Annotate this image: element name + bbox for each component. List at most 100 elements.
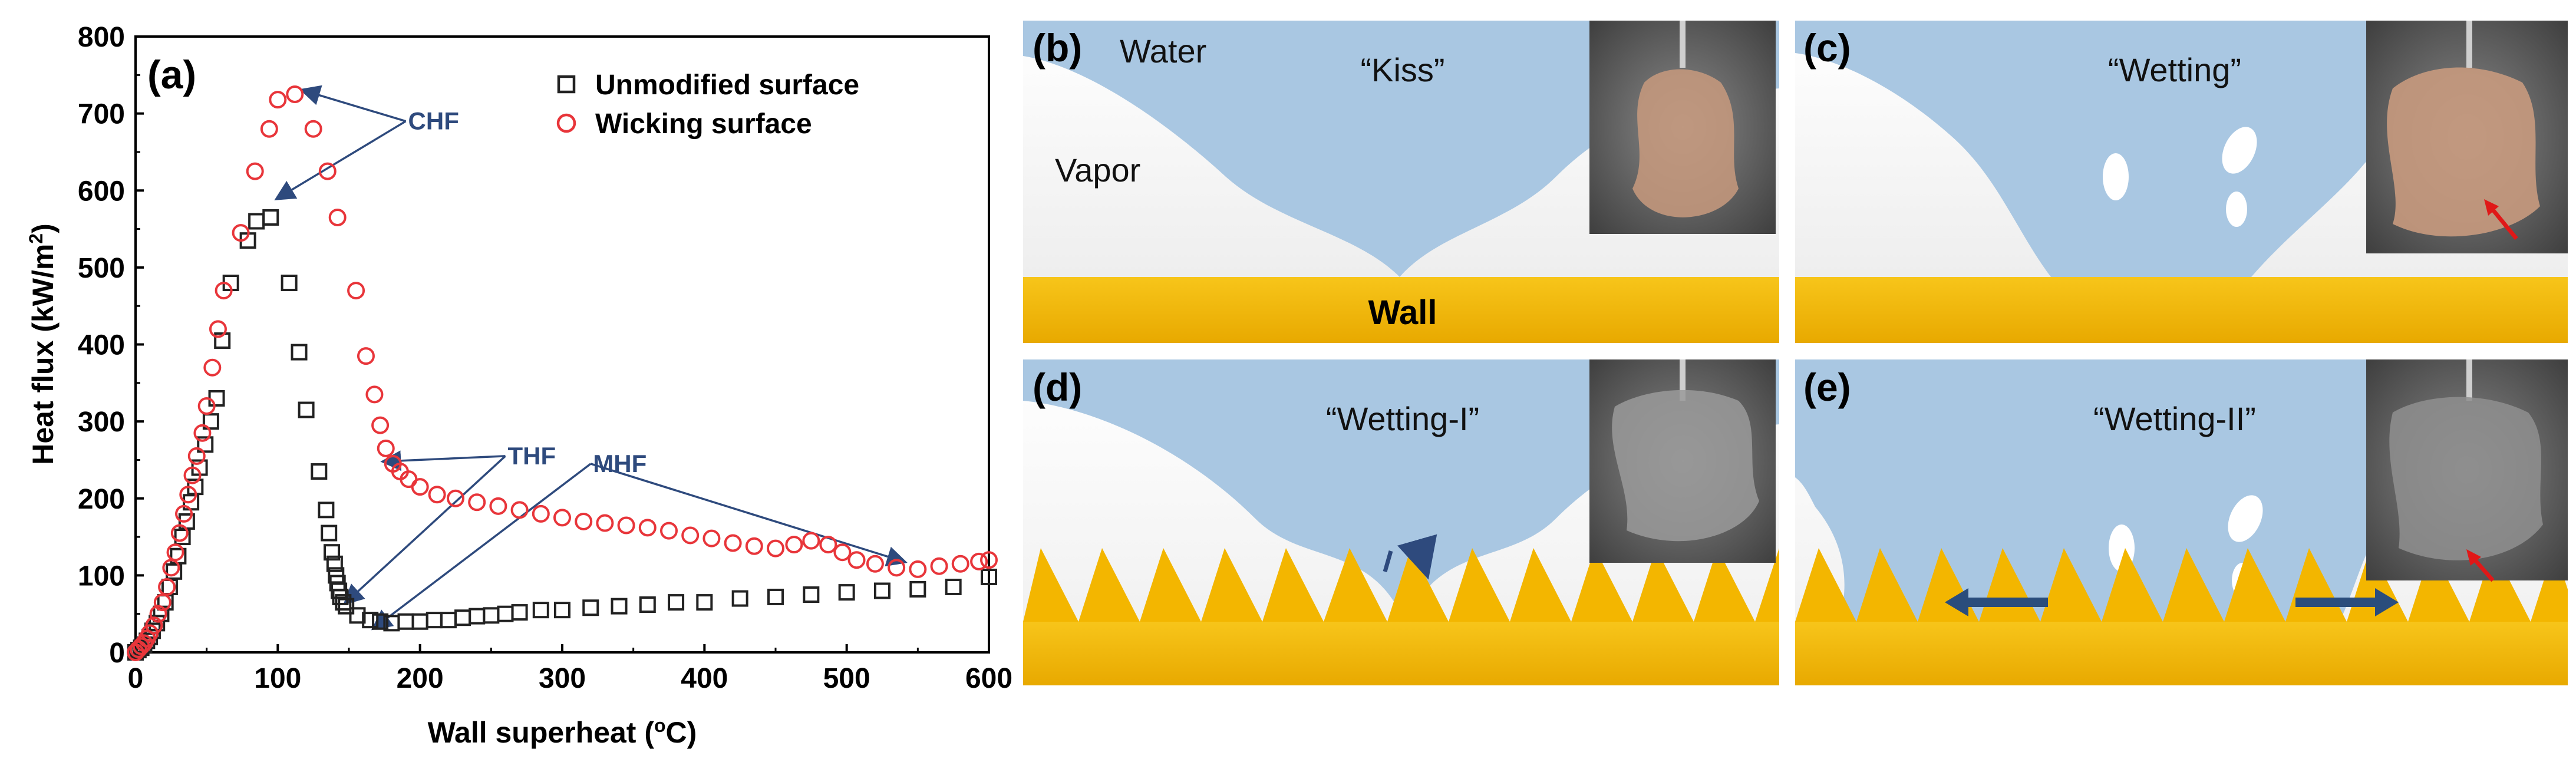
data-point-wicking [304, 120, 322, 138]
label-water: Water [1120, 32, 1206, 70]
data-point-unmodified [318, 502, 335, 519]
data-point-wicking [357, 347, 375, 365]
panel-label-b: (b) [1033, 26, 1082, 70]
data-point-wicking [232, 224, 250, 242]
y-tick-label: 500 [78, 253, 125, 284]
y-tick-label: 400 [78, 330, 125, 361]
data-point-wicking [371, 416, 390, 434]
wall-block-c [1795, 277, 2568, 343]
panel-label-a: (a) [147, 52, 196, 97]
data-point-unmodified [426, 612, 443, 629]
data-point-wicking [909, 560, 927, 578]
data-point-wicking [447, 489, 464, 507]
data-point-wicking [510, 501, 529, 519]
data-point-unmodified [372, 613, 389, 630]
data-point-wicking [767, 539, 784, 557]
photo-inset-c [2366, 21, 2568, 253]
x-tick-label: 0 [128, 663, 144, 694]
data-point-unmodified [767, 588, 784, 605]
data-point-unmodified [945, 578, 962, 595]
data-point-wicking [183, 466, 202, 484]
title-wetting: “Wetting” [2108, 51, 2241, 88]
data-point-unmodified [838, 584, 855, 601]
annotation-arrow [299, 85, 407, 123]
y-tick-label: 300 [78, 407, 125, 438]
series-unmodified-surface [127, 209, 997, 661]
data-point-unmodified [469, 608, 486, 625]
data-point-wicking [203, 358, 222, 377]
x-tick-label: 200 [397, 663, 444, 694]
series-wicking-surface [127, 85, 998, 661]
data-point-wicking [318, 162, 337, 180]
y-tick-label: 0 [109, 638, 125, 669]
data-point-unmodified [497, 605, 514, 622]
data-point-wicking [847, 551, 866, 569]
y-tick-label: 800 [78, 22, 125, 53]
data-point-wicking [833, 543, 852, 562]
title-wetting-i: “Wetting-I” [1326, 400, 1479, 437]
wall-block-e [1795, 622, 2568, 685]
data-point-wicking [681, 526, 700, 545]
annotation-arrow [380, 450, 506, 471]
annotation-arrow [343, 455, 506, 605]
data-point-unmodified [174, 529, 191, 546]
x-axis-label: Wall superheat (oC) [428, 715, 697, 749]
data-point-wicking [193, 424, 212, 442]
data-point-unmodified [338, 598, 355, 615]
spreading-arrows [1945, 588, 2399, 616]
legend-marker-unmodified [557, 75, 576, 94]
data-point-unmodified [321, 524, 338, 542]
data-point-unmodified [483, 607, 500, 624]
data-point-unmodified [411, 613, 428, 630]
data-point-wicking [660, 522, 678, 540]
x-tick-label: 300 [539, 663, 586, 694]
data-point-wicking [170, 524, 189, 542]
photo-inset-b [1589, 21, 1776, 234]
wall-block [1023, 277, 1779, 343]
data-point-wicking [980, 551, 998, 569]
data-point-wicking [702, 529, 721, 547]
data-point-unmodified [981, 568, 997, 585]
data-point-wicking [596, 514, 614, 532]
data-point-wicking [166, 543, 184, 562]
data-point-wicking [553, 509, 571, 527]
data-point-unmodified [803, 586, 820, 603]
legend-marker-wicking [556, 113, 576, 133]
data-point-wicking [638, 519, 657, 537]
panel-label-d: (d) [1033, 365, 1082, 409]
data-point-wicking [260, 120, 278, 138]
photo-inset-d [1589, 359, 1776, 563]
annotation-arrow [371, 463, 592, 631]
data-point-wicking [328, 208, 347, 226]
data-point-unmodified [611, 598, 628, 615]
vapor-bubble [2103, 153, 2129, 200]
data-point-wicking [209, 320, 227, 338]
data-point-wicking [411, 478, 429, 496]
data-point-wicking [724, 534, 742, 552]
vapor-bubble [2228, 495, 2263, 542]
data-point-wicking [365, 385, 384, 404]
data-point-wicking [347, 282, 365, 300]
data-point-unmodified [291, 344, 308, 361]
data-point-wicking [269, 91, 287, 109]
annotation-arrow [274, 120, 407, 200]
x-tick-label: 500 [823, 663, 870, 694]
data-point-wicking [215, 282, 233, 300]
data-point-unmodified [197, 436, 214, 453]
vapor-bubble [2226, 192, 2247, 227]
data-point-wicking [951, 555, 969, 573]
data-point-wicking [246, 162, 264, 180]
data-point-wicking [149, 605, 167, 623]
data-point-wicking [888, 559, 906, 577]
data-point-unmodified [326, 555, 343, 572]
data-point-unmodified [909, 580, 926, 598]
data-point-unmodified [668, 594, 685, 611]
data-point-wicking [532, 504, 550, 523]
data-point-unmodified [208, 390, 225, 407]
y-tick-label: 100 [78, 560, 125, 592]
annotation-arrows [274, 85, 908, 631]
y-tick-label: 700 [78, 99, 125, 130]
data-point-wicking [575, 512, 593, 530]
